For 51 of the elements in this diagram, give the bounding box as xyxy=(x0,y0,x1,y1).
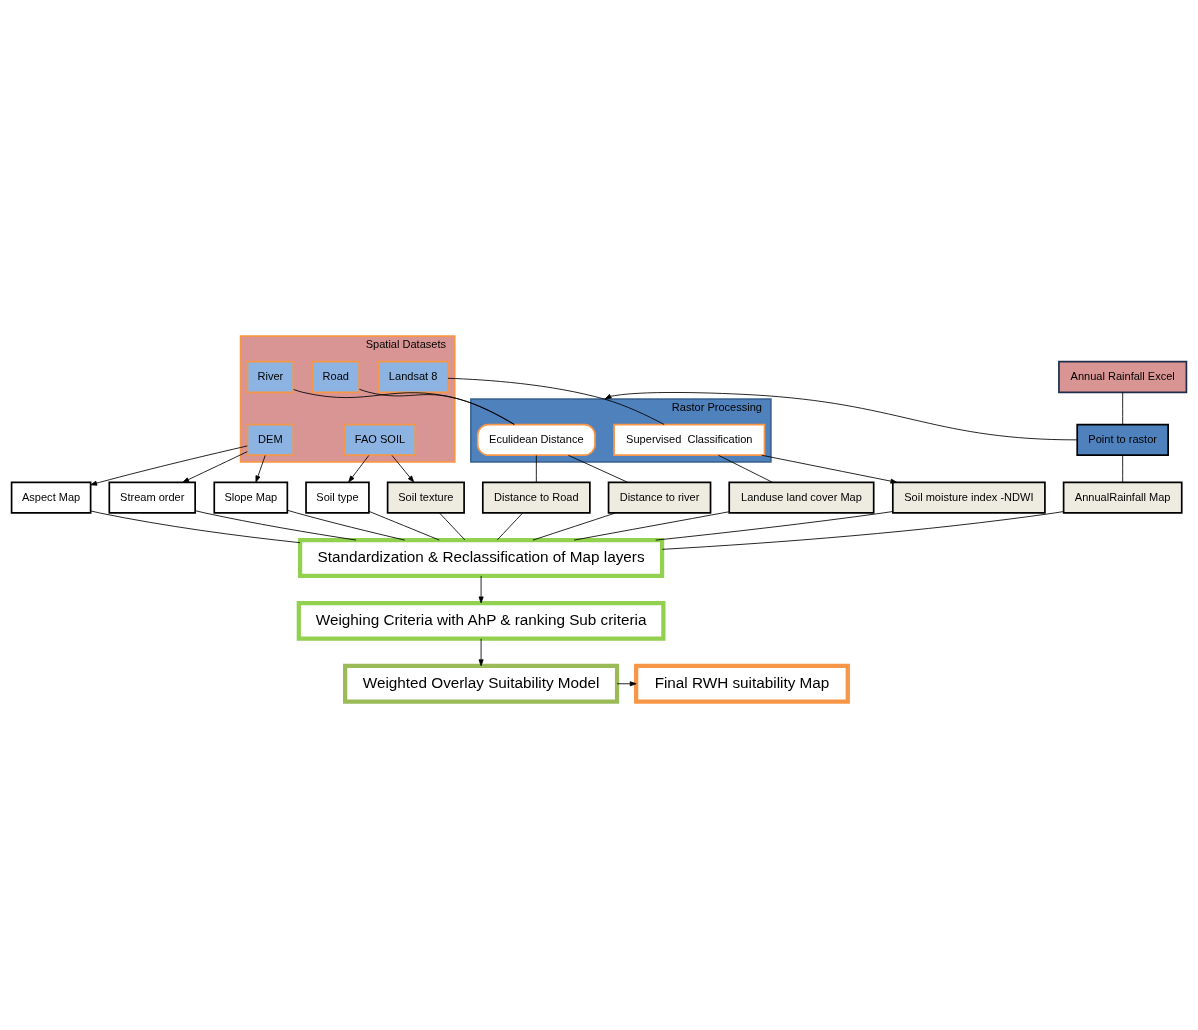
connector xyxy=(718,454,773,483)
node-box: Road xyxy=(311,360,360,393)
node-box: Landuse land cover Map xyxy=(728,481,875,514)
node-box: Eculidean Distance xyxy=(476,423,596,456)
node-box: Slope Map xyxy=(213,481,289,514)
arrow xyxy=(616,680,637,686)
connector xyxy=(293,388,515,425)
connector xyxy=(535,454,537,482)
node-box: Annual Rainfall Excel xyxy=(1058,360,1188,393)
arrow xyxy=(761,454,898,484)
arrow xyxy=(478,637,484,666)
connector xyxy=(358,388,515,425)
arrow xyxy=(478,574,484,603)
connector xyxy=(447,377,665,425)
node-box: Distance to river xyxy=(607,481,712,514)
connector xyxy=(496,512,524,540)
connector xyxy=(287,509,406,541)
node-box: Landsat 8 xyxy=(377,360,449,393)
connector xyxy=(1122,391,1124,425)
connector xyxy=(573,510,730,541)
node-box: Distance to Road xyxy=(481,481,591,514)
arrow xyxy=(391,454,415,482)
node-box: Standardization & Reclassification of Map layers xyxy=(297,537,665,578)
node-box: Soil type xyxy=(305,481,370,514)
arrow xyxy=(182,450,248,483)
node-box: DEM xyxy=(246,423,295,456)
connector xyxy=(567,454,629,483)
connector xyxy=(194,509,357,540)
arrow xyxy=(90,445,248,486)
connector xyxy=(368,510,440,540)
connector xyxy=(532,512,616,541)
node-box: Point to rastor xyxy=(1076,423,1169,456)
node-box: River xyxy=(246,360,295,393)
node-box: Soil moisture index -NDWI xyxy=(891,481,1046,514)
arrow xyxy=(604,391,1078,440)
connector xyxy=(655,510,894,541)
node-box: Supervised Classification xyxy=(613,423,766,456)
node-box: Final RWH suitability Map xyxy=(634,663,850,704)
node-box: Soil texture xyxy=(386,481,465,514)
node-box: Aspect Map xyxy=(10,481,92,514)
connector xyxy=(661,510,1064,550)
node-box: Weighted Overlay Suitability Model xyxy=(343,663,620,704)
arrow xyxy=(348,454,370,482)
node-box: FAO SOIL xyxy=(343,423,417,456)
connector xyxy=(90,510,301,543)
node-box: Stream order xyxy=(108,481,196,514)
node-box: Weighing Criteria with AhP & ranking Sub criteria xyxy=(296,600,666,641)
arrow xyxy=(255,454,266,482)
connector xyxy=(439,512,466,540)
connector xyxy=(1122,454,1124,482)
node-box: AnnualRainfall Map xyxy=(1062,481,1183,514)
